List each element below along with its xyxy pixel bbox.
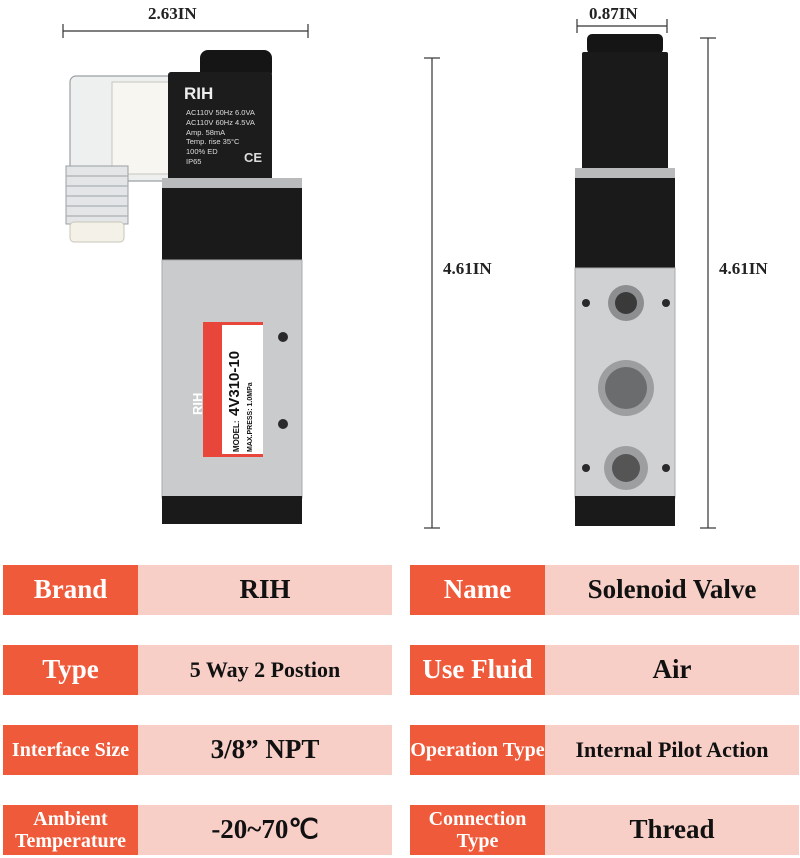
spec-value: Air bbox=[545, 645, 799, 695]
pressure-value: 1.0MPa bbox=[247, 382, 254, 407]
spec-key: Type bbox=[3, 645, 138, 695]
height-dimension-side bbox=[700, 37, 716, 529]
model-number: 4V310-10 bbox=[226, 350, 243, 416]
height-dimension-front bbox=[424, 57, 440, 529]
spec-key: Connection Type bbox=[410, 805, 545, 855]
coil-spec-line: AC110V 50Hz 6.0VA bbox=[186, 108, 255, 117]
spec-type: Type 5 Way 2 Postion bbox=[3, 645, 392, 695]
spec-key: Interface Size bbox=[3, 725, 138, 775]
spec-use-fluid: Use Fluid Air bbox=[410, 645, 799, 695]
valve-pressure-row: MAX.PRESS: 1.0MPa bbox=[247, 322, 254, 452]
width-label: 2.63IN bbox=[148, 4, 197, 23]
height-label-side: 4.61IN bbox=[719, 259, 768, 278]
valve-label-brand: RIH bbox=[190, 392, 205, 415]
spec-connection-type: Connection Type Thread bbox=[410, 805, 799, 855]
spec-value: Solenoid Valve bbox=[545, 565, 799, 615]
coil-spec-line: IP65 bbox=[186, 156, 202, 166]
spec-value: 5 Way 2 Postion bbox=[138, 645, 392, 695]
width-dimension bbox=[62, 24, 309, 38]
spec-key: Name bbox=[410, 565, 545, 615]
spec-name: Name Solenoid Valve bbox=[410, 565, 799, 615]
dimension-lines bbox=[62, 19, 716, 529]
coil-spec-line: 100% ED bbox=[186, 147, 218, 157]
coil-specs: AC110V 50Hz 6.0VA AC110V 60Hz 4.5VA Amp.… bbox=[186, 108, 268, 167]
coil-spec-line: AC110V 60Hz 4.5VA bbox=[186, 117, 255, 127]
spec-value: Thread bbox=[545, 805, 799, 855]
valve-front-view bbox=[65, 50, 303, 524]
coil-spec-line: Temp. rise 35°C bbox=[186, 137, 240, 147]
pressure-label: MAX.PRESS: bbox=[247, 408, 254, 452]
ce-mark: CE bbox=[244, 150, 263, 165]
valve-model-row: MODEL: 4V310-10 bbox=[226, 322, 244, 452]
depth-dimension bbox=[576, 19, 668, 33]
spec-value: 3/8” NPT bbox=[138, 725, 392, 775]
coil-brand: RIH bbox=[184, 84, 214, 103]
spec-key: Ambient Temperature bbox=[3, 805, 138, 855]
spec-value: RIH bbox=[138, 565, 392, 615]
spec-key: Operation Type bbox=[410, 725, 545, 775]
spec-ambient-temperature: Ambient Temperature -20~70℃ bbox=[3, 805, 392, 855]
spec-value: -20~70℃ bbox=[138, 805, 392, 855]
valve-side-view bbox=[574, 34, 676, 526]
spec-key: Brand bbox=[3, 565, 138, 615]
spec-brand: Brand RIH bbox=[3, 565, 392, 615]
spec-value: Internal Pilot Action bbox=[545, 725, 799, 775]
depth-label: 0.87IN bbox=[589, 4, 638, 23]
height-label-front: 4.61IN bbox=[443, 259, 492, 278]
model-label: MODEL: bbox=[232, 420, 241, 452]
spec-operation-type: Operation Type Internal Pilot Action bbox=[410, 725, 799, 775]
spec-key: Use Fluid bbox=[410, 645, 545, 695]
coil-spec-line: Amp. 58mA bbox=[186, 127, 226, 137]
spec-interface-size: Interface Size 3/8” NPT bbox=[3, 725, 392, 775]
